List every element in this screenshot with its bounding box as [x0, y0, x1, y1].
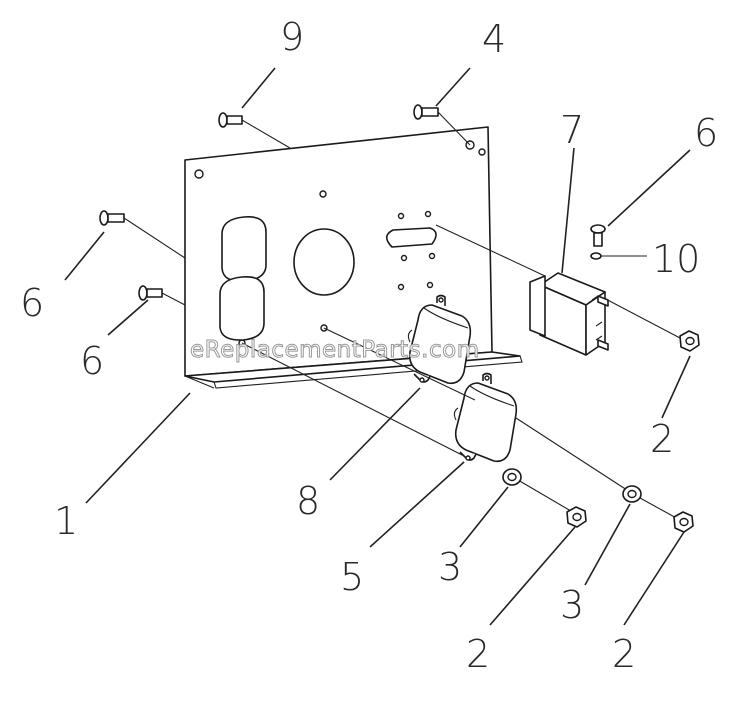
callout-6-mid: 6 [80, 339, 104, 383]
callout-10: 10 [652, 237, 700, 281]
mounting-plate [184, 126, 523, 389]
callout-3-left: 3 [438, 545, 462, 589]
switch-part-7 [529, 272, 609, 356]
callout-2-bottom-right: 2 [612, 632, 636, 676]
callout-2-right: 2 [650, 417, 674, 461]
callout-6-left: 6 [20, 281, 44, 325]
washer-part-10 [590, 252, 647, 260]
callout-2-bottom-left: 2 [466, 632, 490, 676]
callout-5: 5 [340, 555, 364, 599]
callout-9: 9 [280, 15, 304, 59]
nut-part-2-bottom-left [566, 506, 587, 528]
callout-1: 1 [54, 499, 78, 543]
callout-3-right: 3 [560, 583, 584, 627]
washer-part-3-right [622, 485, 642, 503]
screw-part-6-mid [138, 285, 186, 306]
callout-4: 4 [482, 17, 506, 61]
callout-leaders [64, 67, 691, 626]
component-part-8 [407, 294, 472, 385]
callout-8: 8 [296, 479, 320, 523]
watermark-text: eReplacementParts.com [190, 337, 480, 363]
screw-part-6-left [99, 210, 186, 259]
screw-part-6-top [590, 224, 606, 247]
screw-part-9 [218, 112, 291, 149]
nut-part-2-bottom-right [673, 511, 694, 533]
component-part-5 [453, 372, 518, 463]
screw-part-4 [413, 104, 471, 146]
washer-part-3-left [502, 468, 522, 486]
callout-7: 7 [560, 108, 584, 152]
nut-part-2-right [679, 330, 700, 352]
callout-6-top: 6 [694, 111, 718, 155]
